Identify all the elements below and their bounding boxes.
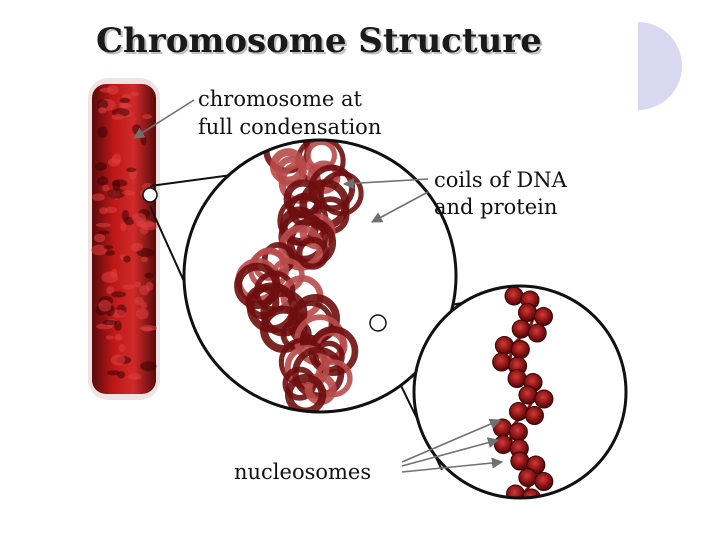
chromosome-blotch [107,85,118,95]
chromosome-blotch [111,291,126,297]
chromosome-blotch [140,134,146,145]
condensed-chromosome [88,78,160,400]
nucleosome-bead [512,320,530,338]
chromosome-blotch [140,325,157,331]
chromosome-blotch [106,335,114,339]
nucleosome-bead [535,390,553,408]
chromosome-blotch [114,334,122,341]
nucleosome-bead [518,304,536,322]
chromosome-label-line1: chromosome at [198,87,362,111]
chromosome-blotch [122,190,136,195]
chromosome-blotch [107,370,120,375]
chromosome-blotch [130,92,139,97]
nucleosome-bead [493,353,511,371]
nucleosome-bead [535,473,553,491]
chromosome-blotch [98,300,111,312]
chromosome-blotch [144,273,153,279]
chromosome-blotch [111,269,118,278]
chromosome-blotch [119,98,130,103]
chromosome-blotch [111,355,125,366]
chromosome-blotch [122,210,129,221]
nucleosome-bead [507,485,525,503]
nucleosome-bead [519,386,537,404]
nucleosome-bead [519,469,537,487]
chromosome-blotch [123,255,130,262]
chromosome-blotch [128,373,141,380]
nucleosome-bead [505,287,523,305]
nucleosome-bead [525,407,543,425]
nucleosome-bead [509,423,527,441]
chromosome-blotch [114,320,122,330]
slide-accent-shape [638,22,682,110]
chromosome-blotch [102,185,109,192]
nucleosome-bead [528,324,546,342]
chromosome-blotch [132,124,141,134]
chromosome-blotch [118,344,125,352]
chromosome-blotch [123,285,135,290]
chromosome-blotch [126,168,136,173]
coils-label-line2: and protein [434,195,557,219]
coil-zoom-marker [370,315,386,331]
chromosome-blotch [120,103,132,108]
chromosome-blotch [136,308,149,319]
nucleosome-bead [511,452,529,470]
chromosome-blotch [99,207,108,214]
chromosome-blotch [120,222,126,231]
nucleosome-bead [508,370,526,388]
chromosome-blotch [134,297,143,306]
nucleosome-bead [534,308,552,326]
nucleosome-bead [495,337,513,355]
chromosome-blotch [95,162,107,170]
chromosome-blotch [94,234,105,242]
chromosome-blotch [140,361,156,371]
nucleosome-zoom-circle [414,286,626,507]
chromosome-blotch [98,107,106,113]
nucleosomes-label: nucleosomes [234,460,371,484]
chromosome-blotch [98,230,109,234]
page-title: Chromosome Structure [96,21,542,61]
chromosome-blotch [92,193,105,201]
chromosome-blotch [134,282,142,288]
chromosome-blotch [132,213,146,223]
chromosome-blotch [141,257,148,262]
nucleosome-bead [509,403,527,421]
chromosome-blotch [112,114,124,120]
nucleosome-bead [511,341,529,359]
nucleosome-bead [494,436,512,454]
chromosome-blotch [142,114,152,119]
chromosome-blotch [139,285,149,295]
chromosome-blotch [97,126,108,137]
chromosome-blotch [96,223,111,228]
chromosome-blotch [104,245,114,249]
chromosome-label-line2: full condensation [198,115,381,139]
chromosome-blotch [130,243,142,252]
chromosome-zoom-marker [143,188,157,202]
chromosome-blotch [112,179,128,187]
chromosome-blotch [108,158,120,167]
chromosome-blotch [97,176,108,185]
coils-label-line1: coils of DNA [434,168,568,192]
